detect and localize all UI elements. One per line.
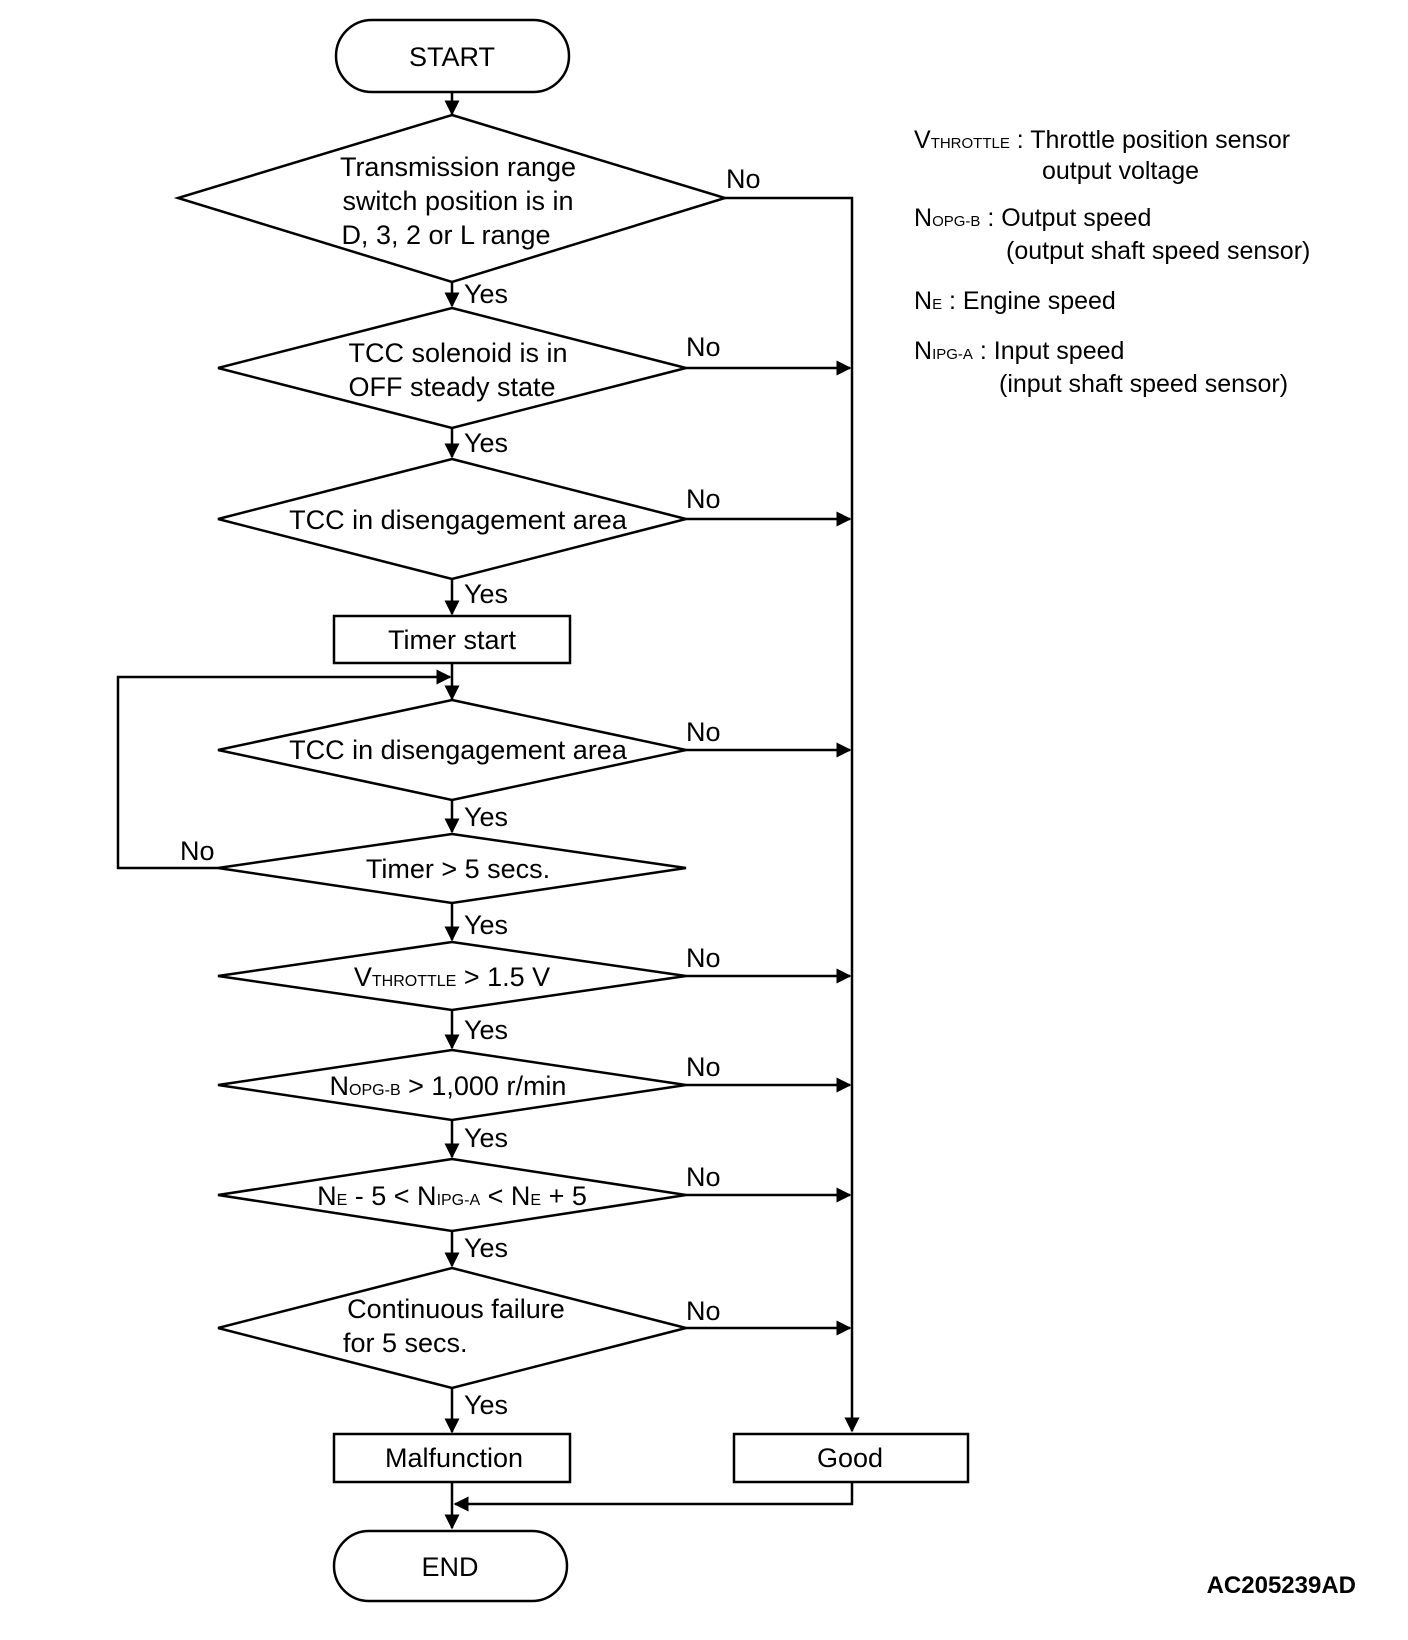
connector-good-merge [453, 1482, 854, 1512]
legend-nipga-term: NIPG-A : Input speed [914, 337, 1124, 365]
legend-nopgb-desc2: (output shaft speed sensor) [1006, 237, 1310, 265]
end-label: END [421, 1552, 478, 1582]
process-timer-start [332, 614, 572, 665]
legend-nopgb-term: NOPG-B : Output speed [914, 204, 1151, 232]
legend-symbol: V [914, 126, 931, 154]
decision-input-speed-part: < N [480, 1181, 530, 1211]
decision-nopgb-label: NOPG-B > 1,000 r/min [330, 1071, 567, 1101]
decision-vthrottle-part: V [354, 962, 372, 992]
d7-yes-label: Yes [464, 1123, 508, 1153]
process-malfunction [332, 1432, 572, 1484]
decision-timer-label: Timer > 5 secs. [366, 854, 550, 884]
d9-yes-label: Yes [464, 1390, 508, 1420]
d5-no-label: No [180, 836, 215, 866]
decision-vthrottle-sub: THROTTLE [372, 973, 456, 990]
decision-tcc-solenoid-off-line2: OFF steady state [348, 372, 555, 402]
legend-desc: Input speed [994, 337, 1125, 365]
end-terminal [332, 1529, 569, 1603]
decision-tcc-disengagement-2-label: TCC in disengagement area [289, 735, 628, 765]
legend-symbol-sub: OPG-B [932, 213, 980, 230]
d8-no-label: No [686, 1162, 721, 1192]
d1-no-label: No [726, 164, 761, 194]
decision-range-switch-line3: D, 3, 2 or L range [341, 220, 550, 250]
legend-symbol-sub: IPG-A [932, 346, 973, 363]
connector-d5-no-loop [116, 669, 452, 870]
legend-symbol: N [914, 287, 932, 315]
decision-continuous-failure-line1: Continuous failure [347, 1294, 565, 1324]
d2-yes-label: Yes [464, 428, 508, 458]
decision-tcc-disengagement-1-label: TCC in disengagement area [289, 505, 628, 535]
decision-vthrottle-part: > 1.5 V [456, 962, 550, 992]
legend-symbol-sub: E [932, 296, 942, 313]
d2-no-label: No [686, 332, 721, 362]
decision-input-speed-sub: IPG-A [437, 1192, 481, 1209]
legend-desc: Output speed [1001, 204, 1151, 232]
figure-code: AC205239AD [1207, 1572, 1356, 1599]
legend-symbol-sub: THROTTLE [931, 135, 1010, 152]
legend-vthrottle-desc2: output voltage [1042, 157, 1199, 185]
legend-vthrottle-term: VTHROTTLE : Throttle position sensor [914, 126, 1290, 154]
legend-symbol: N [914, 204, 932, 232]
decision-input-speed-part: - 5 < N [347, 1181, 436, 1211]
decision-vthrottle-label: VTHROTTLE > 1.5 V [354, 962, 550, 992]
d1-yes-label: Yes [464, 279, 508, 309]
d8-yes-label: Yes [464, 1233, 508, 1263]
d9-no-label: No [686, 1296, 721, 1326]
d4-yes-label: Yes [464, 802, 508, 832]
decision-nopgb-part: > 1,000 r/min [401, 1071, 567, 1101]
decision-nopgb-part: N [330, 1071, 350, 1101]
decision-input-speed-part: N [317, 1181, 337, 1211]
decision-range-switch-line1: Transmission range [340, 152, 576, 182]
decision-input-speed-part: + 5 [541, 1181, 587, 1211]
d3-yes-label: Yes [464, 579, 508, 609]
decision-tcc-solenoid-off-line1: TCC solenoid is in [348, 338, 567, 368]
legend-ne-term: NE : Engine speed [914, 287, 1116, 315]
legend-desc: Engine speed [963, 287, 1116, 315]
decision-tcc-solenoid-off [217, 306, 687, 430]
legend-symbol: N [914, 337, 932, 365]
process-malfunction-label: Malfunction [385, 1443, 523, 1473]
decision-range-switch-line2: switch position is in [342, 186, 573, 216]
process-timer-start-label: Timer start [388, 625, 516, 655]
process-good-label: Good [817, 1443, 883, 1473]
decision-input-speed-label: NE - 5 < NIPG-A < NE + 5 [317, 1181, 587, 1211]
start-label: START [409, 42, 495, 72]
decision-input-speed-sub: E [337, 1192, 348, 1209]
d3-no-label: No [686, 484, 721, 514]
decision-nopgb-sub: OPG-B [349, 1082, 401, 1099]
d4-no-label: No [686, 717, 721, 747]
decision-continuous-failure-line2: for 5 secs. [343, 1328, 468, 1358]
decision-input-speed-sub: E [530, 1192, 541, 1209]
legend-nipga-desc2: (input shaft speed sensor) [999, 370, 1288, 398]
process-good [732, 1432, 970, 1484]
d5-yes-label: Yes [464, 910, 508, 940]
d6-yes-label: Yes [464, 1015, 508, 1045]
legend: VTHROTTLE : Throttle position sensor out… [914, 126, 1310, 398]
legend-desc: Throttle position sensor [1030, 126, 1290, 154]
d7-no-label: No [686, 1052, 721, 1082]
d6-no-label: No [686, 943, 721, 973]
connector-no-trunk [725, 196, 860, 1433]
